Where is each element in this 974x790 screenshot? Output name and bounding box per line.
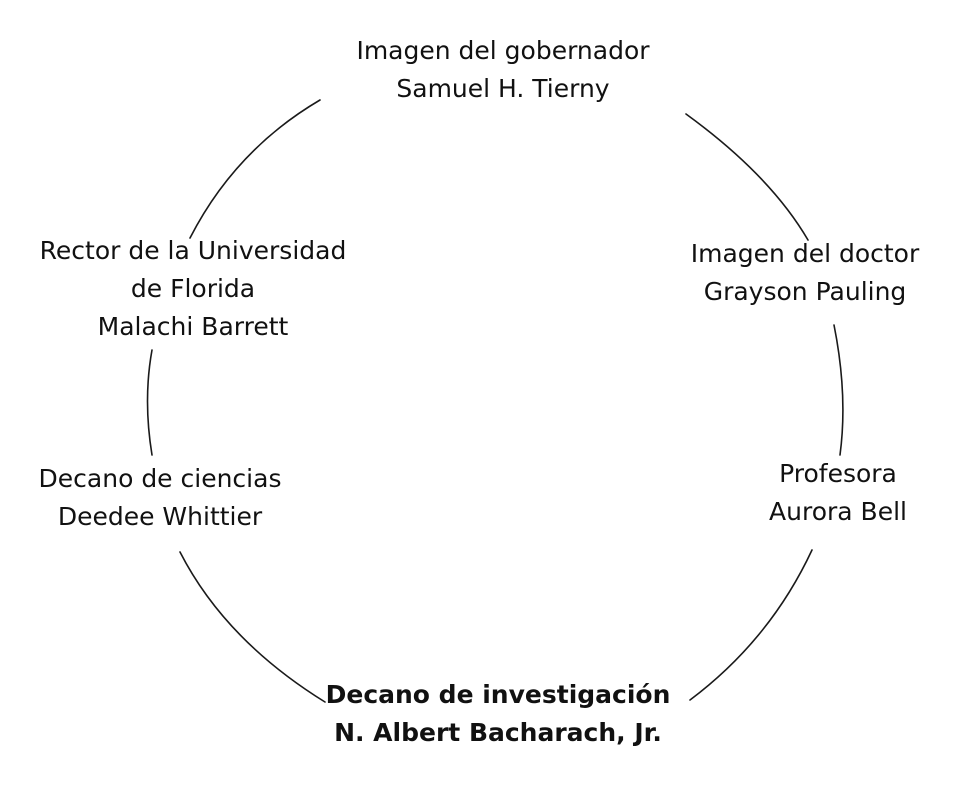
node-university-rector: Rector de la Universidad de Florida Mala… [40,232,347,346]
arc-bottom-to-lower-left [179,551,326,703]
arc-upper-right-to-lower-right [833,324,844,456]
node-dean-research: Decano de investigación N. Albert Bachar… [326,676,671,752]
arc-top-to-upper-right [685,113,809,241]
node-governor-image-line-1: Imagen del gobernador [356,36,650,65]
node-dean-research-line-2: N. Albert Bacharach, Jr. [334,718,662,747]
node-dean-science: Decano de ciencias Deedee Whittier [39,460,282,536]
node-university-rector-line-3: Malachi Barrett [97,312,289,341]
arc-lower-right-to-bottom [689,549,813,701]
node-governor-image: Imagen del gobernador Samuel H. Tierny [356,32,649,108]
node-doctor-image-line-1: Imagen del doctor [690,239,920,268]
node-professor-line-2: Aurora Bell [769,497,907,526]
node-university-rector-line-1: Rector de la Universidad [39,236,347,265]
node-professor-line-1: Profesora [779,459,897,488]
arc-upper-left-to-top [189,99,321,239]
node-doctor-image-line-2: Grayson Pauling [703,277,907,306]
node-dean-science-line-2: Deedee Whittier [57,502,263,531]
node-dean-research-line-1: Decano de investigación [325,680,671,709]
node-governor-image-line-2: Samuel H. Tierny [396,74,610,103]
node-doctor-image: Imagen del doctor Grayson Pauling [691,235,920,311]
arc-lower-left-to-upper-left [146,349,153,456]
node-dean-science-line-1: Decano de ciencias [38,464,282,493]
node-professor: Profesora Aurora Bell [769,455,907,531]
node-university-rector-line-2: de Florida [130,274,256,303]
